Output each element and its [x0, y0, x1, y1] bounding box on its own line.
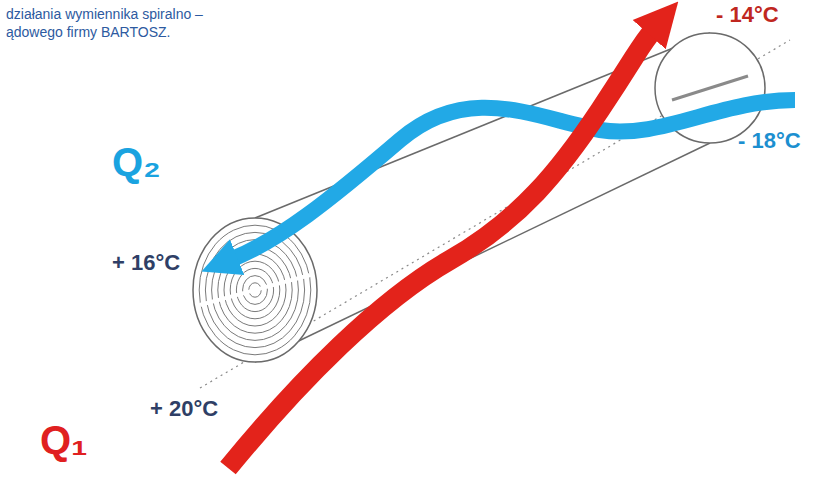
flow-label: Q₂ — [112, 140, 161, 185]
caption-text: działania wymiennika spiralno – ądowego … — [6, 6, 256, 41]
temperature-label: - 18°C — [738, 128, 801, 154]
temperature-label: + 16°C — [112, 250, 180, 276]
shell-bottom-line — [255, 143, 710, 362]
temperature-label: - 14°C — [716, 2, 779, 28]
cold-flow-arrow — [230, 100, 795, 260]
flow-label: Q₁ — [40, 418, 88, 463]
temperature-label: + 20°C — [150, 396, 218, 422]
hot-flow-arrow — [228, 28, 655, 468]
face-divider — [200, 275, 310, 305]
rear-divider — [672, 76, 748, 100]
